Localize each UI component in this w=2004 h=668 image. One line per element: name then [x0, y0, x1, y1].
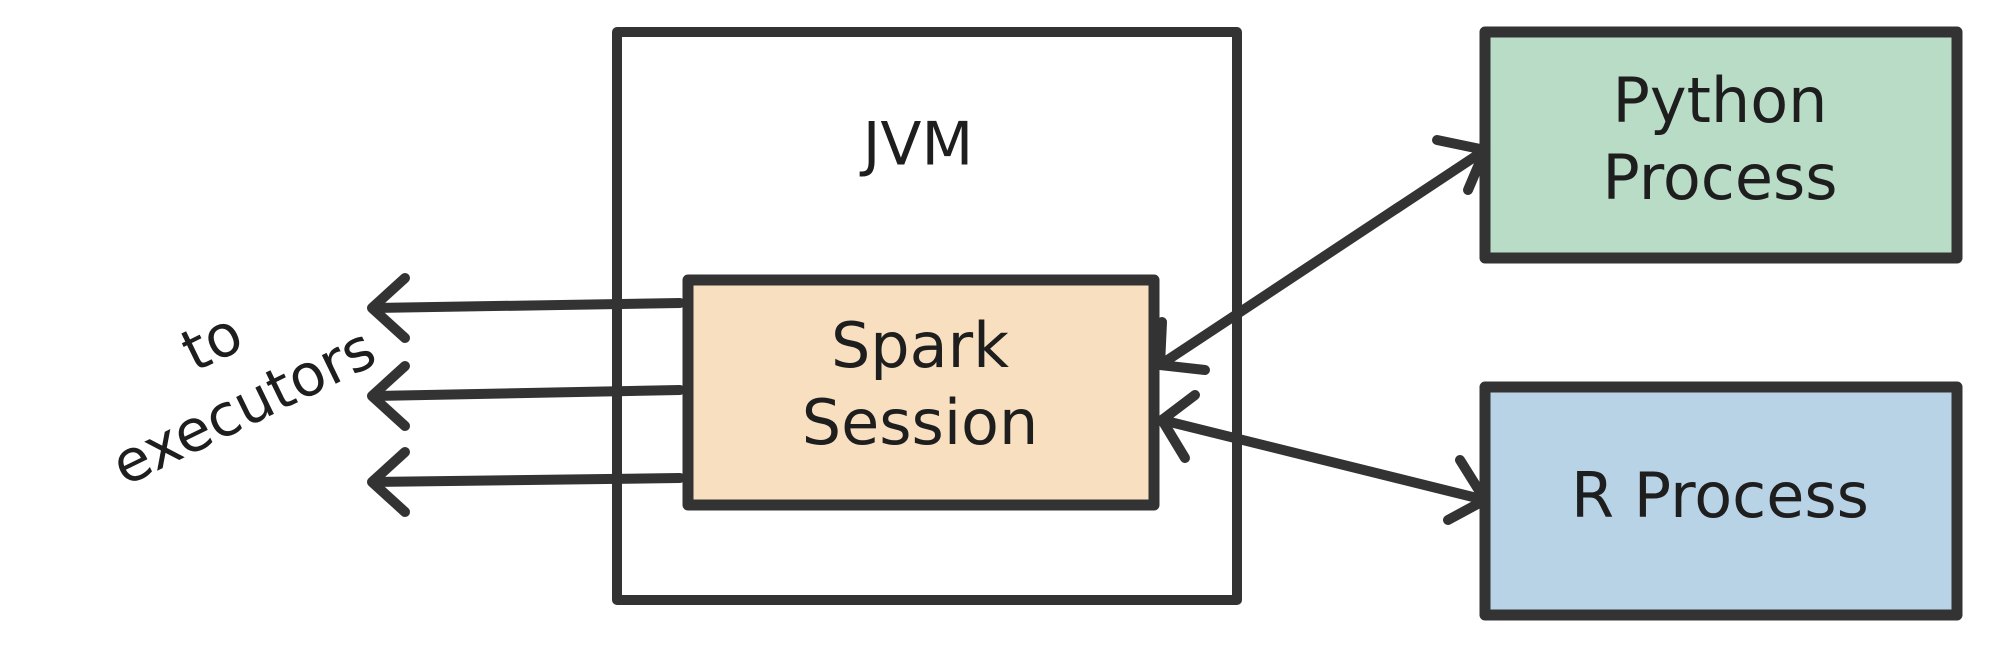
python-process-box: [1479, 26, 1963, 264]
r-process-label: R Process: [1571, 459, 1869, 532]
spark-r-arrow: [1157, 390, 1490, 525]
executor-arrow-3: [367, 447, 685, 517]
spark-python-arrow: [1155, 135, 1490, 375]
spark-session-label-line2: Session: [802, 386, 1039, 459]
executor-arrow-2: [367, 361, 685, 431]
python-process-label-line1: Python: [1613, 64, 1828, 137]
executors-label-group: to executors: [101, 298, 386, 499]
r-process-box: [1479, 381, 1963, 621]
spark-session-label-line1: Spark: [831, 309, 1009, 382]
executor-arrow-1: [367, 273, 685, 343]
spark-session-box: [682, 274, 1160, 511]
python-process-label-line2: Process: [1602, 141, 1837, 214]
jvm-label: JVM: [859, 110, 974, 180]
